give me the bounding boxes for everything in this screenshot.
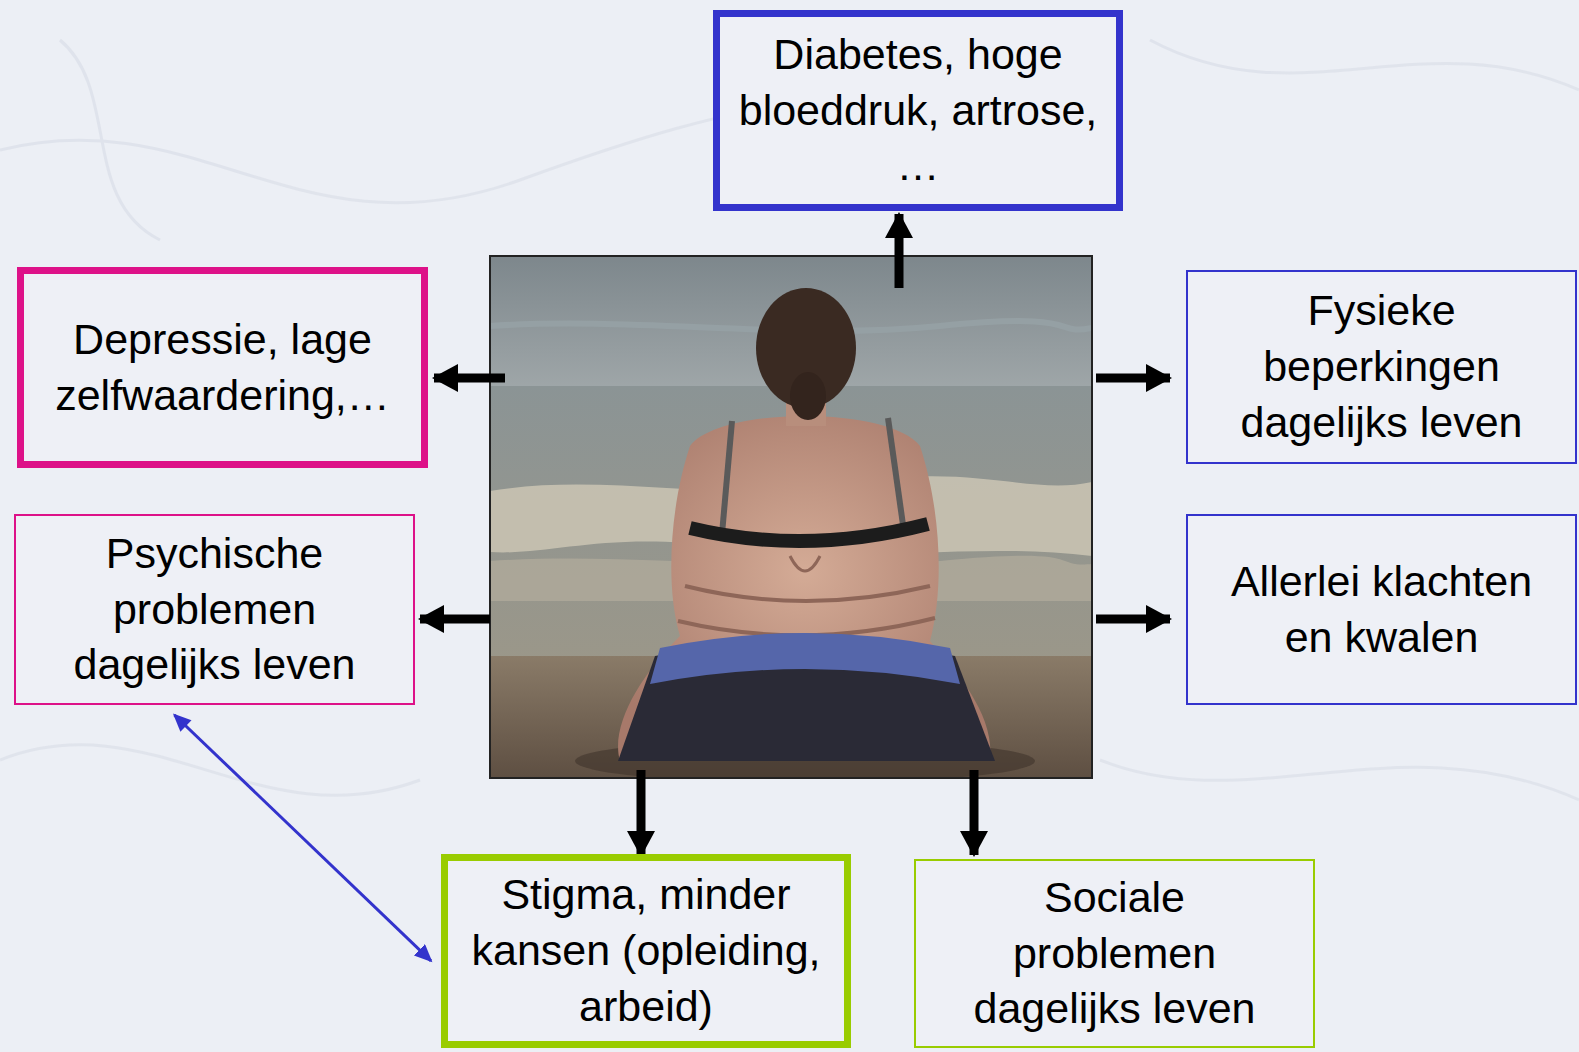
photo xyxy=(490,256,1092,783)
bikini-strap xyxy=(722,421,732,534)
effect-box: Psychische problemen dagelijks leven xyxy=(14,514,415,705)
bikini-top xyxy=(690,524,928,541)
effect-box: Sociale problemen dagelijks leven xyxy=(914,859,1315,1048)
box-text: Stigma, minder kansen (opleiding, arbeid… xyxy=(456,867,836,1035)
effect-box: Depressie, lage zelfwaardering,… xyxy=(17,267,428,468)
effect-arrow xyxy=(970,770,979,855)
effect-arrow xyxy=(420,615,490,624)
box-text: Fysieke beperkingen dagelijks leven xyxy=(1202,283,1562,451)
skin-fold xyxy=(685,586,930,601)
photo-frame xyxy=(490,256,1092,778)
box-text: Sociale problemen dagelijks leven xyxy=(947,870,1282,1038)
effect-arrow xyxy=(1096,615,1170,624)
effect-arrow xyxy=(895,214,904,288)
effect-arrow xyxy=(434,374,505,383)
skin-fold xyxy=(678,618,935,635)
background-pattern xyxy=(0,745,420,796)
effect-box: Diabetes, hoge bloeddruk, artrose, … xyxy=(713,10,1123,211)
skin-fold xyxy=(790,556,820,571)
double-arrow xyxy=(174,715,431,961)
box-text: Diabetes, hoge bloeddruk, artrose, … xyxy=(737,27,1099,195)
box-text: Psychische problemen dagelijks leven xyxy=(35,526,395,694)
background-pattern xyxy=(60,40,160,240)
effect-arrow xyxy=(1096,374,1170,383)
effect-box: Allerlei klachten en kwalen xyxy=(1186,514,1577,705)
box-text: Allerlei klachten en kwalen xyxy=(1212,554,1552,666)
effect-arrow xyxy=(637,770,646,855)
background-pattern xyxy=(1150,40,1579,90)
effect-box: Stigma, minder kansen (opleiding, arbeid… xyxy=(441,854,851,1048)
bikini-band xyxy=(650,633,960,684)
background-pattern xyxy=(1100,760,1579,800)
hair-bun xyxy=(790,372,826,420)
bikini-strap xyxy=(888,418,904,532)
box-text: Depressie, lage zelfwaardering,… xyxy=(32,312,413,424)
effect-box: Fysieke beperkingen dagelijks leven xyxy=(1186,270,1577,464)
